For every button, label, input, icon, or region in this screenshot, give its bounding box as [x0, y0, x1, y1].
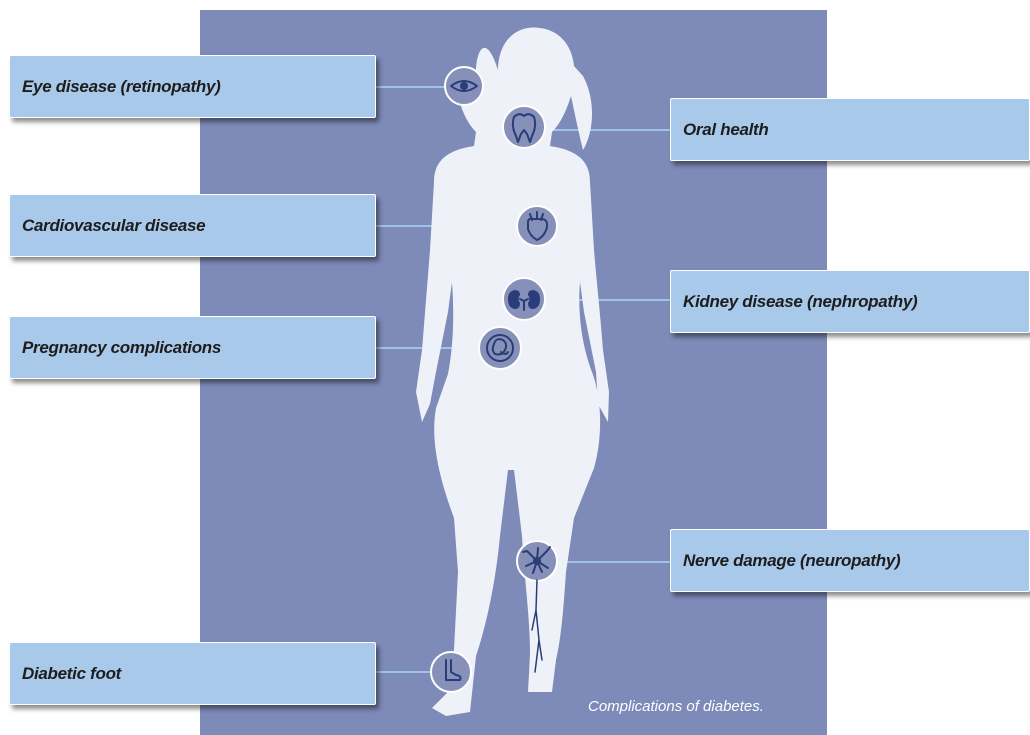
label-cardiovascular-disease: Cardiovascular disease	[9, 194, 376, 257]
label-diabetic-foot: Diabetic foot	[9, 642, 376, 705]
eye-icon	[445, 67, 483, 105]
neuron-icon	[517, 541, 557, 581]
label-nerve-damage: Nerve damage (neuropathy)	[670, 529, 1030, 592]
label-eye-disease: Eye disease (retinopathy)	[9, 55, 376, 118]
label-pregnancy-complications: Pregnancy complications	[9, 316, 376, 379]
tooth-icon	[503, 106, 545, 148]
kidneys-icon	[503, 278, 545, 320]
label-oral-health: Oral health	[670, 98, 1030, 161]
fetus-icon	[479, 327, 521, 369]
foot-icon	[431, 652, 471, 692]
figure-caption: Complications of diabetes.	[588, 698, 764, 715]
label-kidney-disease: Kidney disease (nephropathy)	[670, 270, 1030, 333]
heart-icon	[517, 206, 557, 246]
